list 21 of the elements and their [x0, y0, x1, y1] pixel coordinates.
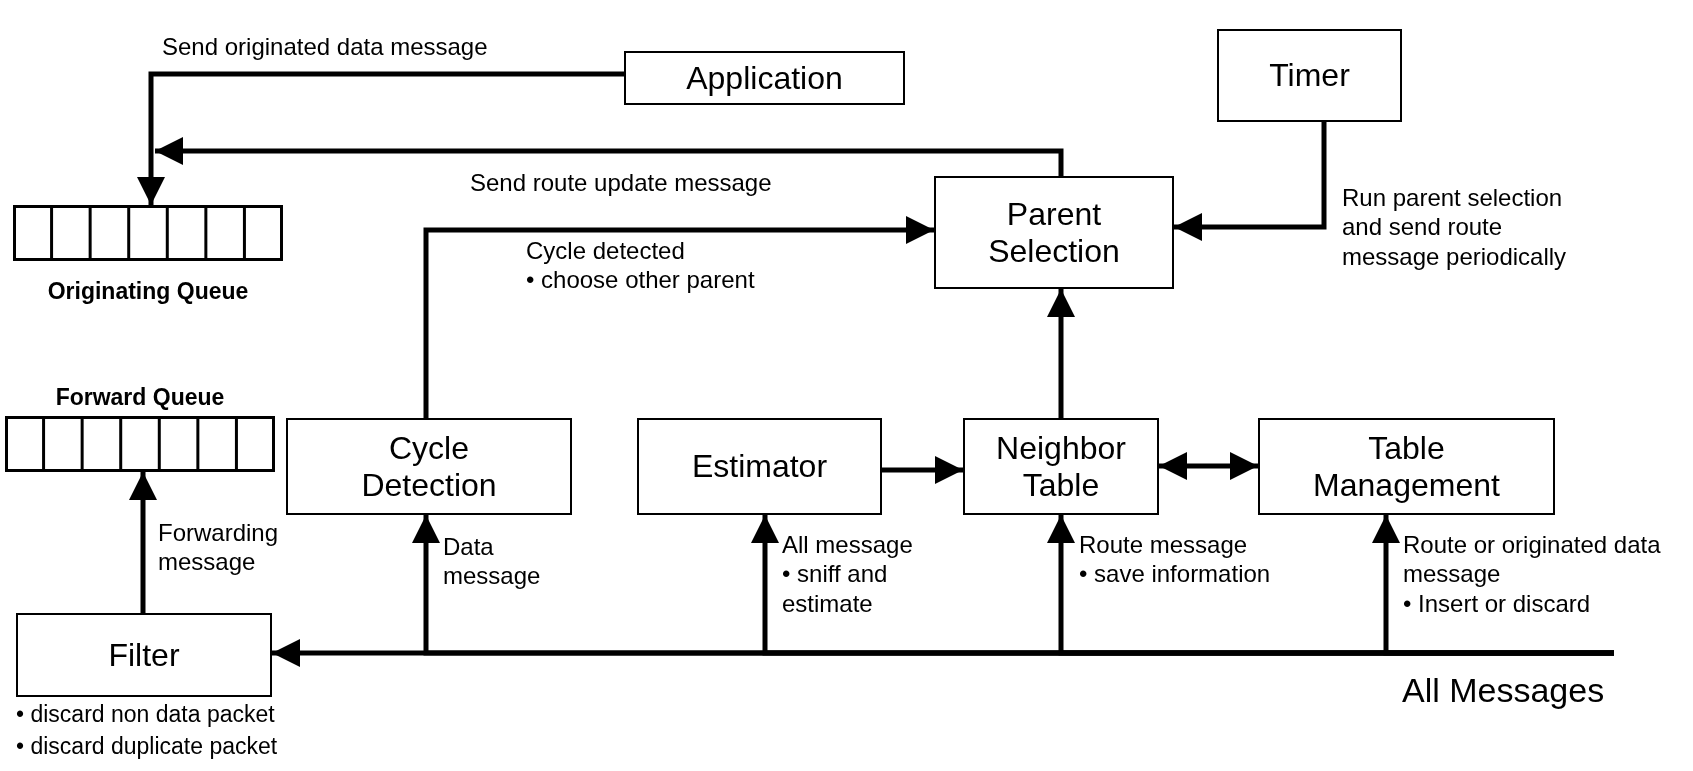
node-note: • discard duplicate packet	[16, 733, 278, 760]
arrow	[423, 216, 934, 418]
process-box: Estimator	[637, 418, 882, 515]
arrow	[882, 456, 963, 484]
arrow	[155, 137, 1064, 176]
arrow	[129, 472, 157, 613]
queue-label: Originating Queue	[47, 278, 249, 305]
process-box: Application	[624, 51, 905, 105]
arrow	[1159, 452, 1258, 480]
queue-label: Forward Queue	[55, 384, 225, 411]
arrow	[137, 71, 624, 205]
process-box: Table Management	[1258, 418, 1555, 515]
node-note: • discard non data packet	[16, 701, 275, 728]
process-box: Cycle Detection	[286, 418, 572, 515]
arrow	[1174, 122, 1327, 241]
process-box: Filter	[16, 613, 272, 697]
arrow	[1372, 515, 1614, 656]
process-box: Parent Selection	[934, 176, 1174, 289]
process-box: Timer	[1217, 29, 1402, 122]
process-box: Neighbor Table	[963, 418, 1159, 515]
arrow	[1047, 289, 1075, 418]
